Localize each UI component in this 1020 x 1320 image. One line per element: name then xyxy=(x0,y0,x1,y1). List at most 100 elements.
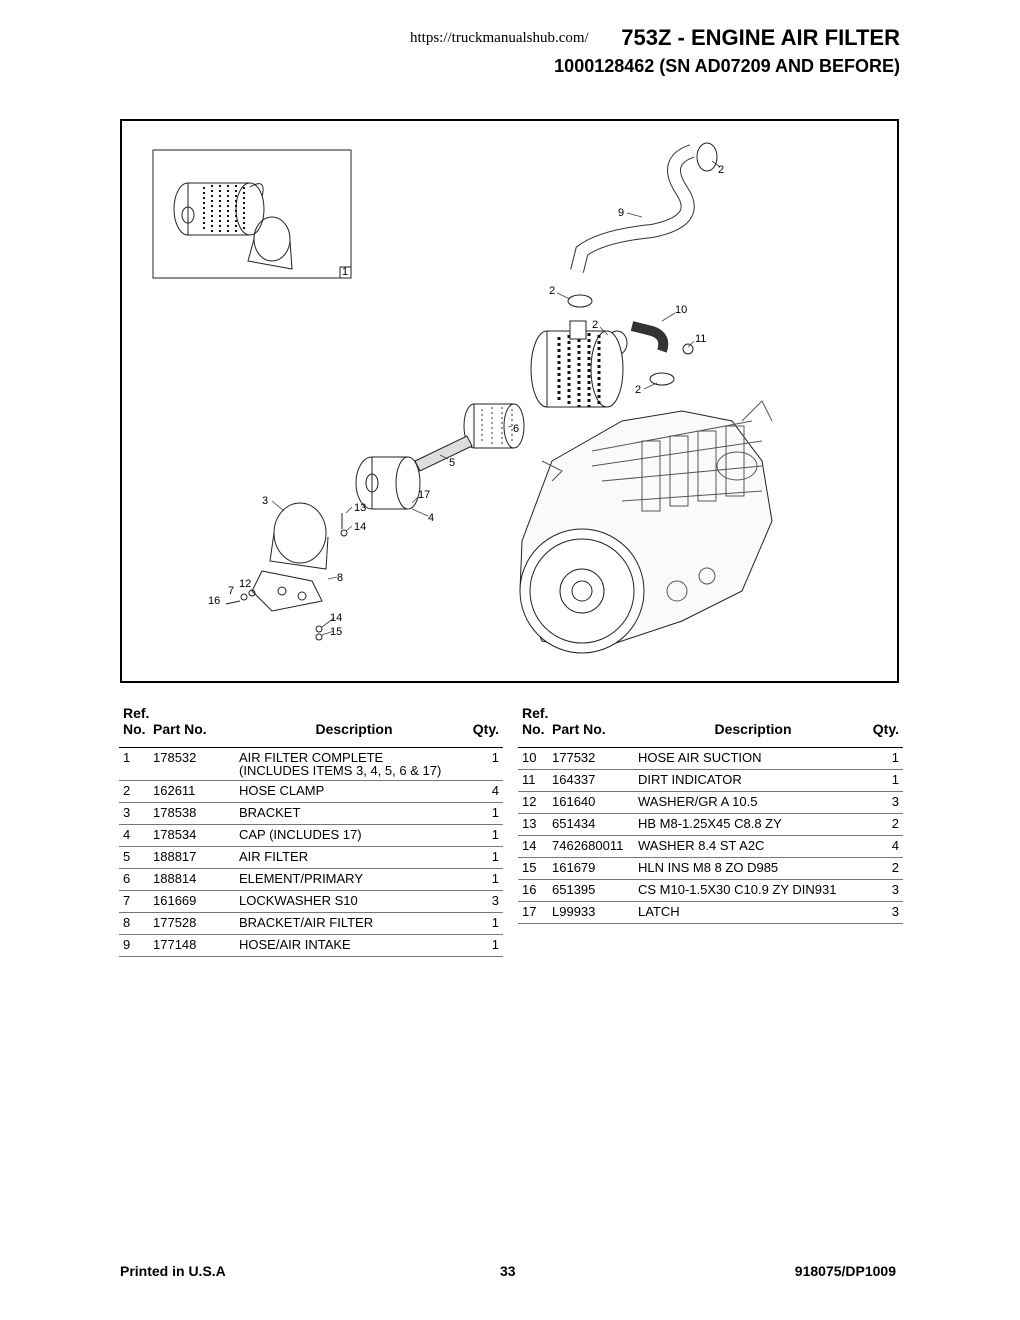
table-row: 10 177532 HOSE AIR SUCTION 1 xyxy=(518,747,903,770)
ref-cell: 16 xyxy=(518,879,552,902)
qty-cell: 1 xyxy=(469,747,503,781)
qty-cell: 4 xyxy=(469,780,503,803)
qty-cell: 3 xyxy=(469,890,503,913)
table-row: 4 178534 CAP (INCLUDES 17) 1 xyxy=(119,824,503,847)
desc-cell: ELEMENT/PRIMARY xyxy=(239,868,469,891)
part-cell: 178532 xyxy=(153,747,239,781)
callout-2b: 2 xyxy=(549,285,555,297)
desc-cell: AIR FILTER COMPLETE (INCLUDES ITEMS 3, 4… xyxy=(239,747,469,781)
part-cell: 651395 xyxy=(552,879,638,902)
qty-cell: 3 xyxy=(868,791,903,814)
desc-cell: HOSE/AIR INTAKE xyxy=(239,934,469,957)
table-row: 11 164337 DIRT INDICATOR 1 xyxy=(518,769,903,792)
qty-cell: 1 xyxy=(868,747,903,770)
part-header: Part No. xyxy=(552,705,638,748)
desc-cell: DIRT INDICATOR xyxy=(638,769,868,792)
callout-14a: 14 xyxy=(354,521,366,533)
table-row: 14 7462680011 WASHER 8.4 ST A2C 4 xyxy=(518,835,903,858)
qty-cell: 3 xyxy=(868,879,903,902)
ref-header: Ref. No. xyxy=(119,705,153,748)
table-row: 3 178538 BRACKET 1 xyxy=(119,802,503,825)
callout-10: 10 xyxy=(675,304,687,316)
callout-14b: 14 xyxy=(330,612,342,624)
qty-cell: 2 xyxy=(868,813,903,836)
table-row: 7 161669 LOCKWASHER S10 3 xyxy=(119,890,503,913)
qty-cell: 2 xyxy=(868,857,903,880)
qty-cell: 1 xyxy=(469,912,503,935)
table-row: 6 188814 ELEMENT/PRIMARY 1 xyxy=(119,868,503,891)
page-title: 753Z - ENGINE AIR FILTER xyxy=(621,25,900,50)
callout-16: 16 xyxy=(208,595,220,607)
part-cell: 161679 xyxy=(552,857,638,880)
callout-5: 5 xyxy=(449,457,455,469)
callout-15: 15 xyxy=(330,626,342,638)
part-cell: 178538 xyxy=(153,802,239,825)
table-row: 1 178532 AIR FILTER COMPLETE (INCLUDES I… xyxy=(119,747,503,781)
table-row: 9 177148 HOSE/AIR INTAKE 1 xyxy=(119,934,503,957)
callout-1: 1 xyxy=(342,266,348,278)
table-row: 16 651395 CS M10-1.5X30 C10.9 ZY DIN931 … xyxy=(518,879,903,902)
qty-header: Qty. xyxy=(868,705,903,748)
ref-cell: 5 xyxy=(119,846,153,869)
desc-line2: (INCLUDES ITEMS 3, 4, 5, 6 & 17) xyxy=(239,763,442,778)
qty-cell: 1 xyxy=(868,769,903,792)
callout-17: 17 xyxy=(418,489,430,501)
desc-cell: HOSE AIR SUCTION xyxy=(638,747,868,770)
table-row: 8 177528 BRACKET/AIR FILTER 1 xyxy=(119,912,503,935)
callout-9: 9 xyxy=(618,207,624,219)
qty-cell: 4 xyxy=(868,835,903,858)
callout-2c: 2 xyxy=(592,319,598,331)
part-cell: 161669 xyxy=(153,890,239,913)
ref-header-line1: Ref. xyxy=(522,705,549,721)
desc-cell: HOSE CLAMP xyxy=(239,780,469,803)
desc-cell: HLN INS M8 8 ZO D985 xyxy=(638,857,868,880)
ref-cell: 2 xyxy=(119,780,153,803)
qty-cell: 1 xyxy=(469,802,503,825)
part-cell: 164337 xyxy=(552,769,638,792)
ref-cell: 7 xyxy=(119,890,153,913)
qty-cell: 1 xyxy=(469,846,503,869)
footer-page-number: 33 xyxy=(500,1263,516,1279)
callout-13: 13 xyxy=(354,502,366,514)
desc-cell: WASHER/GR A 10.5 xyxy=(638,791,868,814)
part-cell: 161640 xyxy=(552,791,638,814)
desc-cell: HB M8-1.25X45 C8.8 ZY xyxy=(638,813,868,836)
desc-cell: BRACKET/AIR FILTER xyxy=(239,912,469,935)
desc-cell: CS M10-1.5X30 C10.9 ZY DIN931 xyxy=(638,879,868,902)
desc-cell: BRACKET xyxy=(239,802,469,825)
ref-header: Ref. No. xyxy=(518,705,552,748)
ref-cell: 13 xyxy=(518,813,552,836)
desc-cell: CAP (INCLUDES 17) xyxy=(239,824,469,847)
callout-6: 6 xyxy=(513,423,519,435)
ref-cell: 1 xyxy=(119,747,153,781)
desc-header: Description xyxy=(239,705,469,748)
ref-cell: 11 xyxy=(518,769,552,792)
ref-header-line2: No. xyxy=(522,721,545,737)
ref-cell: 3 xyxy=(119,802,153,825)
footer-doc-number: 918075/DP1009 xyxy=(794,1263,896,1279)
qty-cell: 1 xyxy=(469,934,503,957)
part-cell: L99933 xyxy=(552,901,638,924)
callout-2d: 2 xyxy=(635,384,641,396)
table-row: 17 L99933 LATCH 3 xyxy=(518,901,903,924)
ref-cell: 9 xyxy=(119,934,153,957)
callout-2a: 2 xyxy=(718,164,724,176)
part-cell: 188817 xyxy=(153,846,239,869)
desc-cell: LOCKWASHER S10 xyxy=(239,890,469,913)
desc-cell: WASHER 8.4 ST A2C xyxy=(638,835,868,858)
table-row: 2 162611 HOSE CLAMP 4 xyxy=(119,780,503,803)
part-cell: 162611 xyxy=(153,780,239,803)
ref-cell: 4 xyxy=(119,824,153,847)
callout-11: 11 xyxy=(695,333,706,345)
source-url: https://truckmanualshub.com/ xyxy=(410,30,589,46)
ref-cell: 8 xyxy=(119,912,153,935)
callout-3: 3 xyxy=(262,495,268,507)
table-header-row: Ref. No. Part No. Description Qty. xyxy=(518,705,903,748)
part-cell: 177148 xyxy=(153,934,239,957)
part-cell: 7462680011 xyxy=(552,835,638,858)
ref-cell: 10 xyxy=(518,747,552,770)
ref-cell: 12 xyxy=(518,791,552,814)
qty-header: Qty. xyxy=(469,705,503,748)
part-cell: 177532 xyxy=(552,747,638,770)
diagram-svg: 1 2 9 2 10 2 11 2 6 5 3 17 13 4 14 8 7 1… xyxy=(152,142,773,654)
